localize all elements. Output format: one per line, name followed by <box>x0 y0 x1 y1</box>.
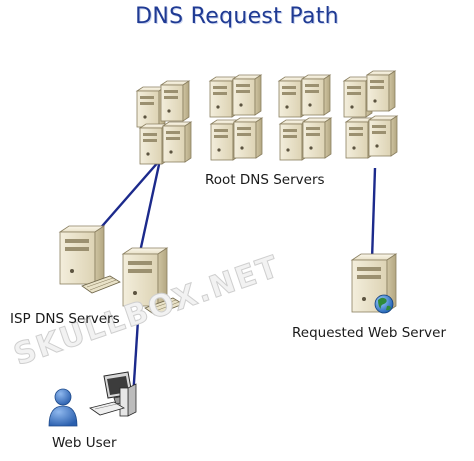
root-servers-label: Root DNS Servers <box>205 172 325 188</box>
server-tower <box>365 70 397 112</box>
globe-icon <box>374 294 394 314</box>
root-rack-2 <box>208 74 264 161</box>
server-tower <box>232 117 264 159</box>
isp-server-2 <box>121 247 184 316</box>
server-tower <box>231 74 263 116</box>
web-user <box>48 388 78 427</box>
link-root-to-web-server <box>370 167 377 261</box>
root-rack-3 <box>277 74 333 161</box>
server-tower <box>367 115 399 157</box>
keyboard-icon <box>89 401 125 416</box>
server-tower <box>301 117 333 159</box>
root-rack-1 <box>135 80 193 165</box>
link-root-to-isp-1 <box>96 159 161 233</box>
keyboard-icon <box>144 297 184 316</box>
link-root-to-isp-2 <box>138 159 162 253</box>
isp-servers-label: ISP DNS Servers <box>10 311 120 327</box>
tower-icon <box>119 383 137 417</box>
root-rack-4 <box>342 70 399 159</box>
connection-lines <box>96 159 377 399</box>
user-computer <box>89 371 137 417</box>
keyboard-icon <box>81 275 121 294</box>
isp-server-1 <box>58 225 121 294</box>
page-title: DNS Request Path <box>135 4 339 29</box>
web-server-label: Requested Web Server <box>292 325 446 341</box>
web-server <box>350 253 398 314</box>
server-tower <box>300 74 332 116</box>
server-tower <box>161 121 193 163</box>
user-icon <box>48 388 78 427</box>
web-user-label: Web User <box>52 435 117 451</box>
server-tower <box>159 80 191 122</box>
